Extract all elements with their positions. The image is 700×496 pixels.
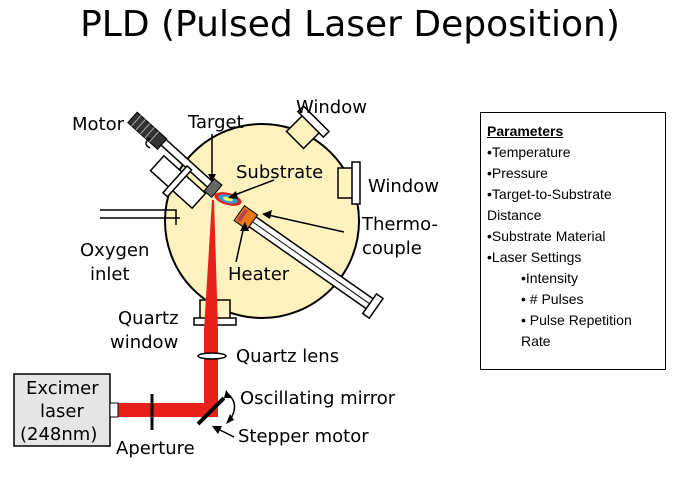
param-temperature: •Temperature xyxy=(487,144,571,160)
heater xyxy=(233,205,259,231)
label-window-top: Window xyxy=(296,97,367,118)
label-thermocouple-1: Thermo- xyxy=(361,214,438,235)
label-quartz-window-2: window xyxy=(110,332,178,353)
parameters-heading: Parameters xyxy=(487,123,564,139)
label-substrate: Substrate xyxy=(236,162,323,183)
label-window-right: Window xyxy=(368,176,439,197)
quartz-lens xyxy=(197,352,227,360)
label-motor: Motor xyxy=(72,114,125,135)
label-aperture: Aperture xyxy=(116,438,195,459)
param-distance: •Target-to-Substrate xyxy=(487,186,612,202)
rotation-arrow-icon xyxy=(145,137,151,149)
param-substrate-material: •Substrate Material xyxy=(487,228,606,244)
target xyxy=(203,177,223,199)
top-window-port xyxy=(285,104,331,150)
label-heater: Heater xyxy=(228,264,290,285)
param-distance-cont: Distance xyxy=(487,207,542,223)
oscillating-mirror xyxy=(196,396,226,426)
label-thermocouple-2: couple xyxy=(362,238,422,259)
label-quartz-window-1: Quartz xyxy=(118,308,179,329)
motor xyxy=(127,111,168,151)
param-repetition-cont: Rate xyxy=(521,333,551,349)
param-pressure: •Pressure xyxy=(487,165,548,181)
page-title: PLD (Pulsed Laser Deposition) xyxy=(80,4,620,45)
excimer-laser xyxy=(13,373,111,447)
label-stepper-motor: Stepper motor xyxy=(238,426,369,447)
param-intensity: •Intensity xyxy=(521,270,579,286)
param-laser-settings: •Laser Settings xyxy=(487,249,582,265)
label-arrows xyxy=(211,134,345,438)
param-repetition: • Pulse Repetition xyxy=(521,312,632,328)
label-oxygen-2: inlet xyxy=(90,264,130,285)
label-quartz-lens: Quartz lens xyxy=(236,346,339,367)
label-excimer-2: laser xyxy=(40,401,84,422)
label-excimer-3: (248nm) xyxy=(20,424,97,445)
label-oscillating-mirror: Oscillating mirror xyxy=(240,388,396,409)
right-window-port xyxy=(337,161,361,205)
param-pulses: • # Pulses xyxy=(521,291,584,307)
label-excimer-1: Excimer xyxy=(26,378,99,399)
oxygen-inlet xyxy=(100,209,180,225)
parameters-box: Parameters •Temperature •Pressure •Targe… xyxy=(480,112,666,370)
laser-beam xyxy=(116,200,218,417)
label-target: Target xyxy=(187,112,244,133)
label-oxygen-1: Oxygen xyxy=(80,240,149,261)
